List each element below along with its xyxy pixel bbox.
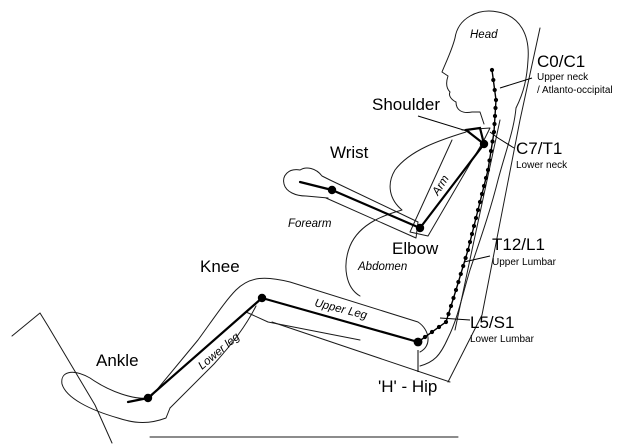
- shoulder-label: Shoulder: [372, 95, 440, 114]
- hip-joint: [414, 338, 423, 347]
- l5s1-sublabel: Lower Lumbar: [470, 334, 535, 345]
- vertebra-dot: [464, 256, 468, 260]
- hip-label: 'H' - Hip: [378, 377, 437, 396]
- vertebra-dot: [484, 176, 488, 180]
- lower-leg-segment: [148, 298, 262, 398]
- forearm-segment: [332, 190, 420, 228]
- vertebra-dot: [487, 158, 491, 162]
- head-label: Head: [470, 29, 498, 41]
- vertebra-dot: [456, 280, 460, 284]
- vertebra-dot: [489, 149, 493, 153]
- shoulder-leader: [418, 116, 470, 132]
- c7t1-sublabel: Lower neck: [516, 160, 568, 171]
- vertebra-dot: [451, 296, 455, 300]
- forearm-label: Forearm: [288, 218, 332, 230]
- knee-label: Knee: [200, 257, 240, 276]
- c0c1-sublabel-2: / Atlanto-occipital: [537, 85, 613, 96]
- ankle-joint: [144, 394, 152, 402]
- upper-leg-label: Upper Leg: [313, 297, 369, 322]
- elbow-joint: [416, 224, 424, 232]
- vertebra-dot: [490, 68, 494, 72]
- wrist-label: Wrist: [330, 143, 369, 162]
- seat-structure: [12, 28, 540, 443]
- vertebra-dot: [472, 224, 476, 228]
- vertebra-dot: [466, 248, 470, 252]
- foot-outline: [62, 372, 170, 422]
- vertebra-dot: [482, 184, 486, 188]
- vertebra-dot: [449, 304, 453, 308]
- vertebra-dot: [494, 98, 498, 102]
- c7t1-leader: [498, 138, 514, 148]
- shoulder-joint: [480, 140, 488, 148]
- labels: Head C0/C1 Upper neck / Atlanto-occipita…: [96, 29, 613, 396]
- vertebra-dot: [459, 272, 463, 276]
- arm-label: Arm: [430, 173, 452, 198]
- vertebra-dot: [486, 168, 490, 172]
- vertebra-dot: [476, 208, 480, 212]
- vertebra-dot: [493, 114, 497, 118]
- vertebra-dot: [461, 264, 465, 268]
- vertebra-dot: [468, 240, 472, 244]
- vertebra-dot: [491, 78, 495, 82]
- wrist-joint: [328, 186, 336, 194]
- vertebra-dot: [470, 232, 474, 236]
- t12l1-sublabel: Upper Lumbar: [492, 257, 557, 268]
- l5s1-label: L5/S1: [470, 313, 514, 332]
- vertebra-dot: [437, 325, 441, 329]
- t12l1-leader: [464, 256, 490, 262]
- forearm-outline: [326, 180, 418, 238]
- thigh-outline: [236, 278, 428, 352]
- c0c1-sublabel-1: Upper neck: [537, 72, 589, 83]
- skeletal-links: [128, 128, 484, 402]
- vertebra-dot: [490, 139, 494, 143]
- vertebra-dot: [474, 216, 478, 220]
- knee-joint: [258, 294, 266, 302]
- vertebra-dot: [480, 192, 484, 196]
- abdomen-label: Abdomen: [357, 261, 407, 273]
- vertebra-dot: [444, 320, 448, 324]
- ankle-label: Ankle: [96, 351, 139, 370]
- elbow-label: Elbow: [392, 239, 439, 258]
- c7t1-label: C7/T1: [516, 139, 562, 158]
- seat-cushion-line: [272, 322, 450, 382]
- hand-segment: [300, 182, 332, 190]
- vertebra-dot: [478, 200, 482, 204]
- vertebra-dot: [446, 312, 450, 316]
- t12l1-label: T12/L1: [492, 235, 545, 254]
- vertebra-dot: [492, 122, 496, 126]
- vertebra-dot: [454, 288, 458, 292]
- lower-leg-label: Lower leg: [196, 331, 242, 373]
- upper-arm-segment: [420, 128, 484, 228]
- c0c1-label: C0/C1: [537, 52, 585, 71]
- vertebra-dot: [423, 335, 427, 339]
- vertebra-dot: [430, 330, 434, 334]
- vertebra-dot: [493, 106, 497, 110]
- vertebra-dot: [493, 88, 497, 92]
